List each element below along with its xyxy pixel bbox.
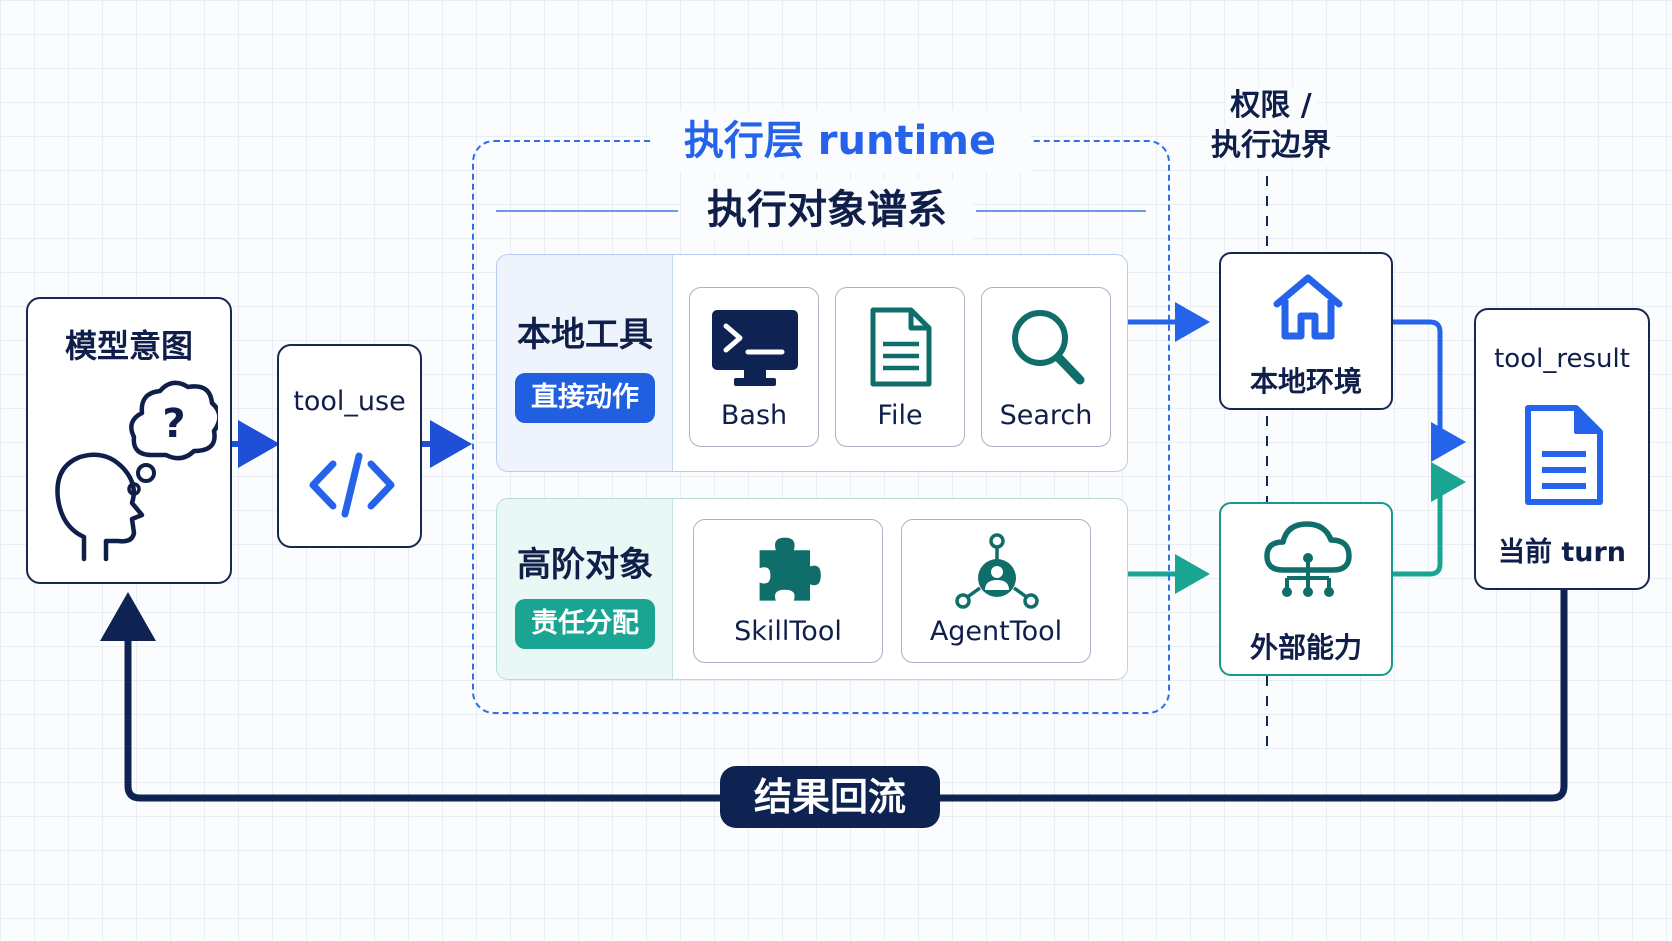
external-capability-label: 外部能力 bbox=[1249, 631, 1362, 664]
document-icon bbox=[1525, 405, 1603, 505]
arrow-external-to-result bbox=[1393, 462, 1466, 577]
tool-use-label: tool_use bbox=[293, 386, 406, 417]
agenttool-label: AgentTool bbox=[929, 616, 1063, 647]
subtitle-rule-left bbox=[496, 210, 678, 212]
puzzle-icon bbox=[759, 537, 821, 601]
runtime-title: 执行层 runtime bbox=[650, 110, 1030, 172]
search-label: Search bbox=[999, 400, 1093, 431]
result-feedback-label: 结果回流 bbox=[720, 766, 940, 828]
high-order-title: 高阶对象 bbox=[517, 545, 653, 585]
thinking-head-icon: ? bbox=[55, 380, 218, 562]
arrow-env-to-result bbox=[1393, 319, 1466, 462]
local-env-label: 本地环境 bbox=[1249, 365, 1362, 398]
permission-boundary-line2: 执行边界 bbox=[1207, 126, 1335, 166]
responsibility-tag: 责任分配 bbox=[515, 599, 655, 649]
tool-use-card: tool_use bbox=[277, 344, 422, 548]
local-tools-side: 本地工具 直接动作 bbox=[497, 255, 673, 471]
skilltool-card[interactable]: SkillTool bbox=[693, 519, 883, 663]
spectrum-title: 执行对象谱系 bbox=[682, 180, 972, 240]
code-icon bbox=[309, 452, 395, 518]
agenttool-card[interactable]: AgentTool bbox=[901, 519, 1091, 663]
bash-tool-card[interactable]: Bash bbox=[689, 287, 819, 447]
permission-boundary-label: 权限 / 执行边界 bbox=[1196, 86, 1346, 166]
file-icon bbox=[870, 307, 932, 387]
model-intent-label: 模型意图 bbox=[64, 327, 193, 365]
skilltool-label: SkillTool bbox=[734, 616, 842, 647]
terminal-icon bbox=[712, 310, 798, 386]
high-order-group: 高阶对象 责任分配 SkillTool AgentTool bbox=[496, 498, 1128, 680]
cloud-network-icon bbox=[1264, 521, 1352, 597]
permission-boundary-line1: 权限 / bbox=[1226, 86, 1316, 126]
search-tool-card[interactable]: Search bbox=[981, 287, 1111, 447]
file-label: File bbox=[877, 400, 923, 431]
local-env-card: 本地环境 bbox=[1219, 252, 1393, 410]
direct-action-tag: 直接动作 bbox=[515, 373, 655, 423]
bash-label: Bash bbox=[720, 400, 788, 431]
search-icon bbox=[1012, 310, 1085, 385]
external-capability-card: 外部能力 bbox=[1219, 502, 1393, 676]
agent-network-icon bbox=[955, 533, 1039, 609]
subtitle-rule-right bbox=[976, 210, 1146, 212]
current-turn-label: 当前 turn bbox=[1497, 537, 1627, 568]
local-tools-title: 本地工具 bbox=[517, 315, 653, 355]
high-order-side: 高阶对象 责任分配 bbox=[497, 499, 673, 679]
file-tool-card[interactable]: File bbox=[835, 287, 965, 447]
svg-text:?: ? bbox=[162, 401, 185, 447]
tool-result-card: tool_result 当前 turn bbox=[1474, 308, 1650, 590]
local-tools-group: 本地工具 直接动作 Bash File Search bbox=[496, 254, 1128, 472]
tool-result-title: tool_result bbox=[1494, 344, 1630, 374]
house-icon bbox=[1273, 274, 1343, 340]
model-intent-card: 模型意图 ? bbox=[26, 297, 232, 584]
